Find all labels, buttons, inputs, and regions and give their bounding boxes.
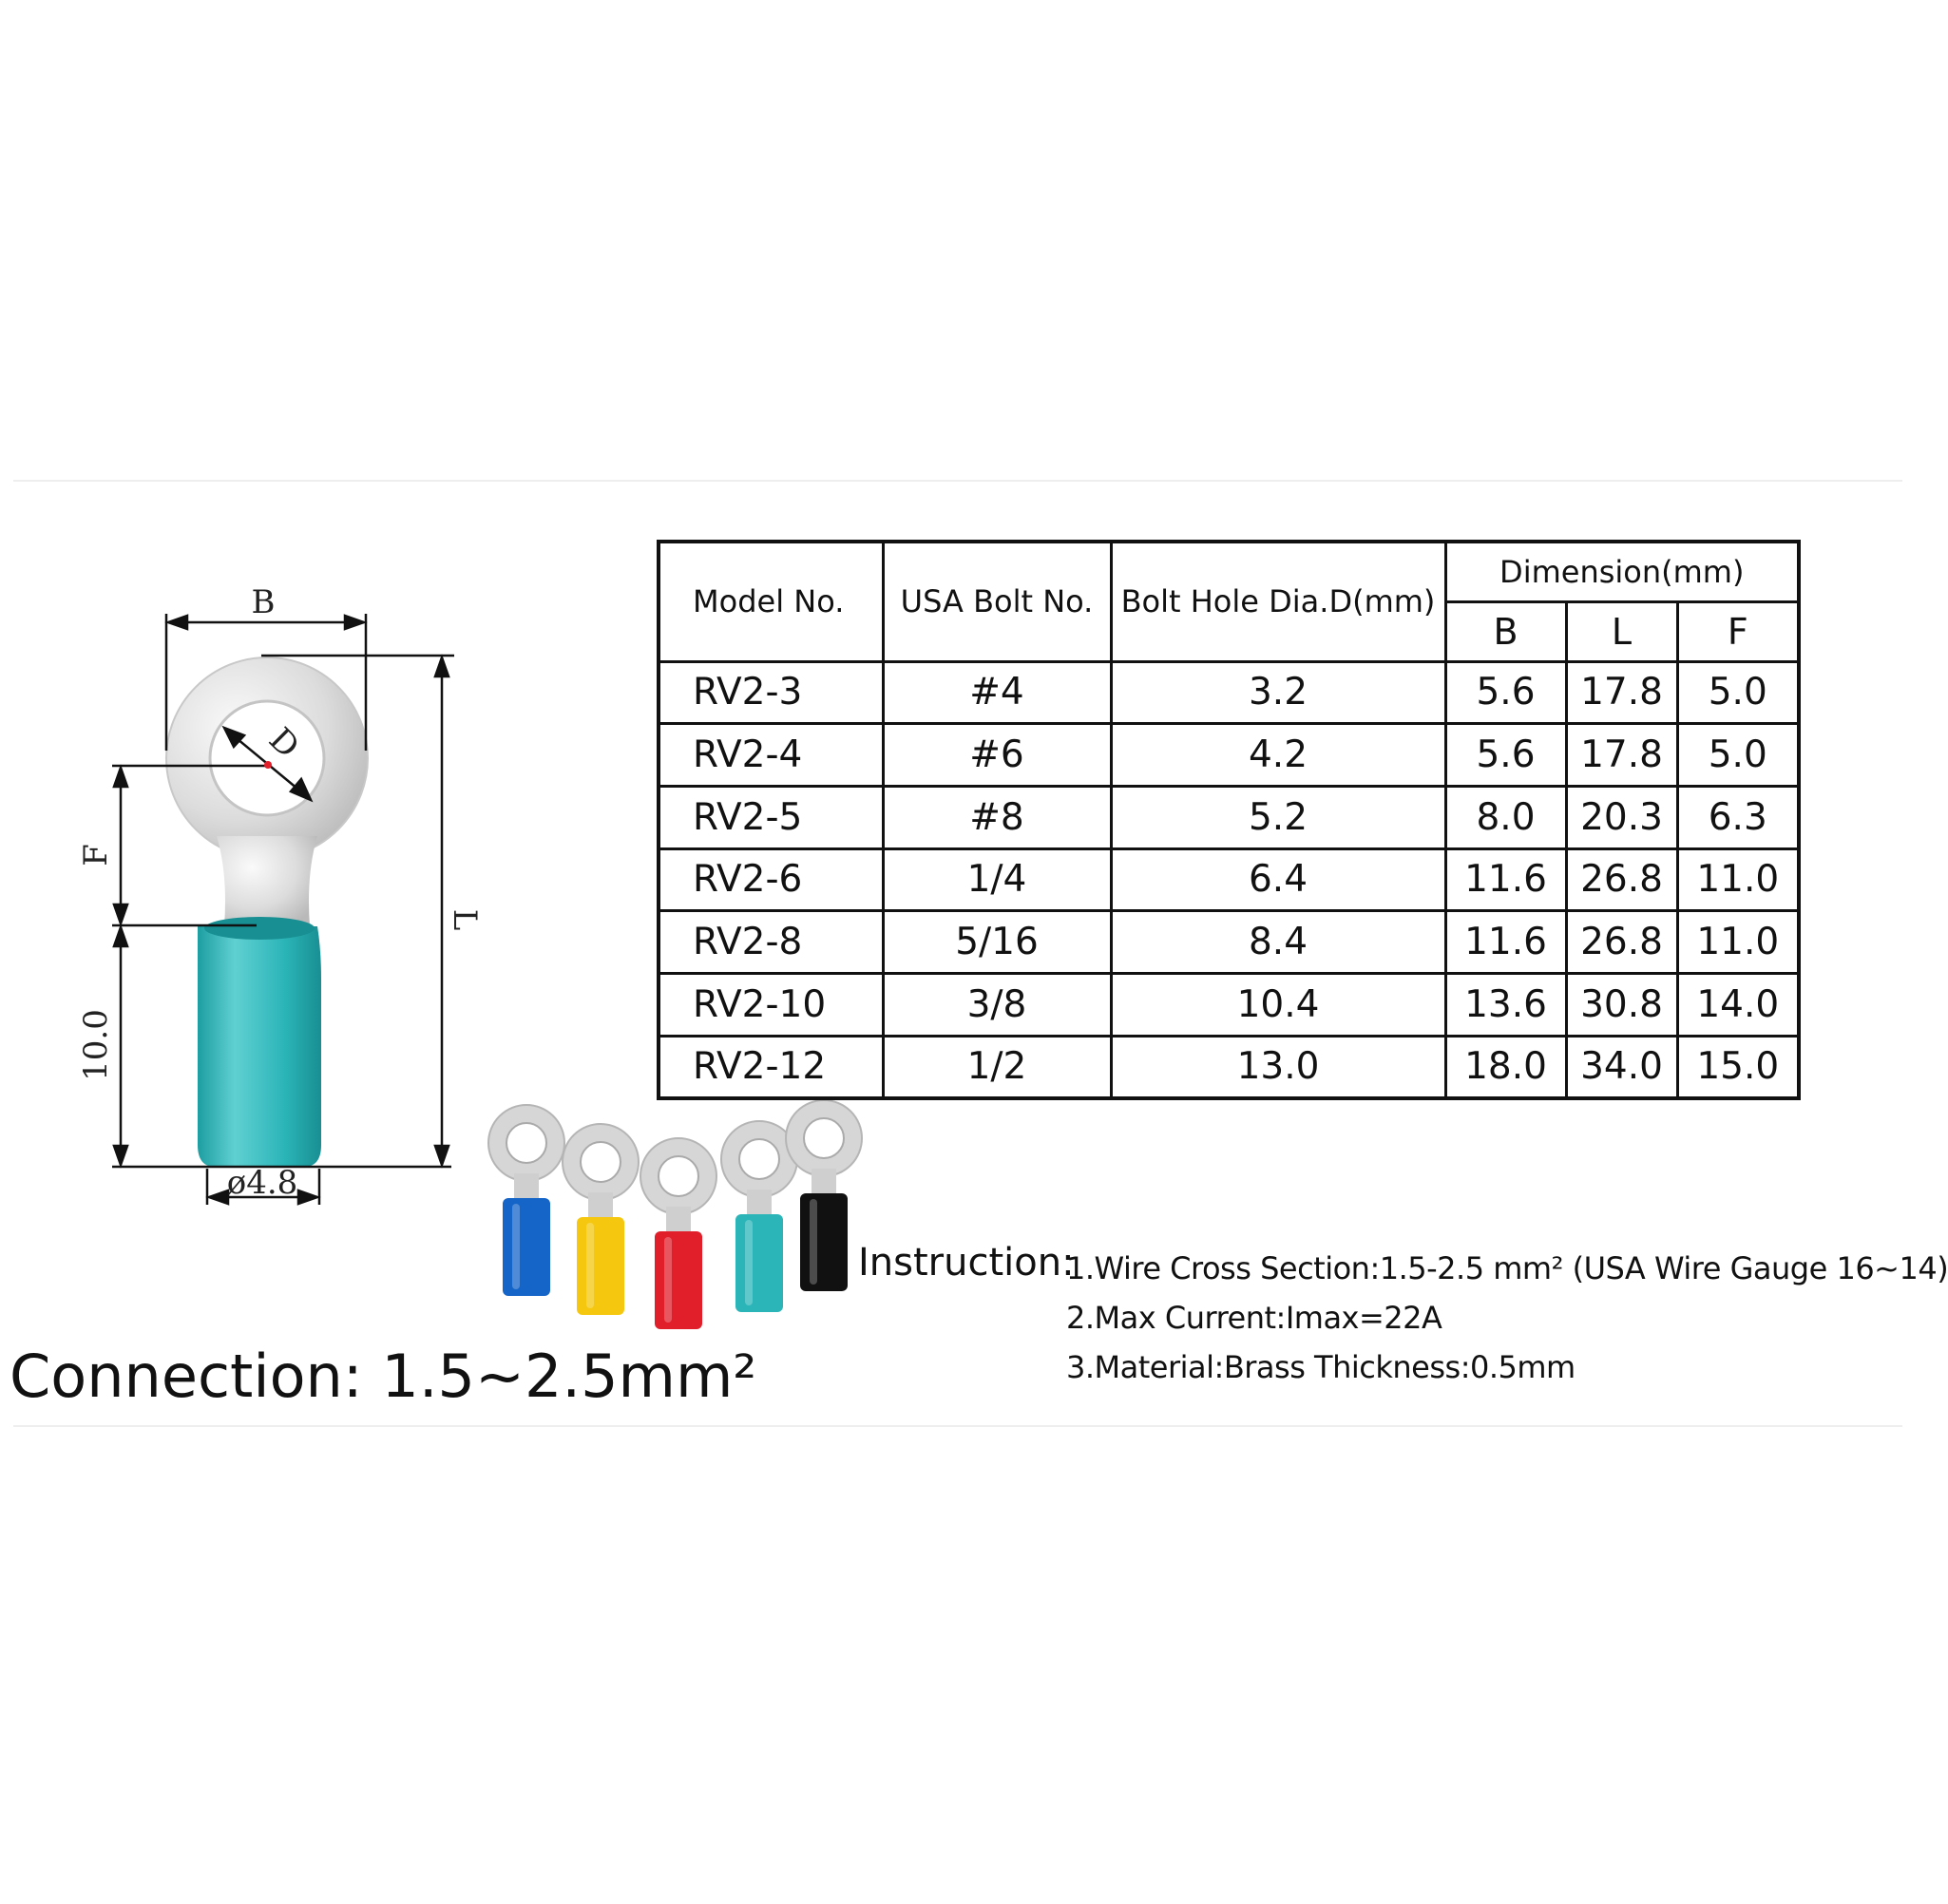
cell-model: RV2-5: [657, 784, 885, 850]
cell-usa-bolt: 3/8: [881, 972, 1113, 1038]
cell-usa-bolt: 1/4: [881, 847, 1113, 913]
instruction-line-3: 3.Material:Brass Thickness:0.5mm: [1066, 1349, 1576, 1385]
label-f: F: [77, 844, 115, 866]
cell-usa-bolt: 1/2: [881, 1034, 1113, 1100]
table-subheader-row: B L F: [659, 600, 1801, 663]
cell-model: RV2-6: [657, 847, 885, 913]
header-f: F: [1675, 600, 1801, 663]
cell-f: 15.0: [1675, 1034, 1801, 1100]
cell-l: 26.8: [1564, 909, 1679, 976]
colored-terminal: [562, 1123, 640, 1315]
colored-terminal: [640, 1137, 717, 1329]
cell-model: RV2-8: [657, 909, 885, 976]
colored-terminals-photo: [487, 1099, 863, 1329]
terminal-neck: [217, 836, 317, 926]
header-usa-bolt: USA Bolt No.: [881, 540, 1113, 663]
colored-terminal: [785, 1099, 863, 1291]
cell-l: 17.8: [1564, 659, 1679, 726]
label-diameter: ø4.8: [227, 1164, 298, 1202]
cell-l: 20.3: [1564, 784, 1679, 850]
cell-usa-bolt: 5/16: [881, 909, 1113, 976]
cell-b: 11.6: [1443, 847, 1568, 913]
cell-f: 11.0: [1675, 847, 1801, 913]
cell-bolt-hole: 6.4: [1109, 847, 1447, 913]
cell-f: 5.0: [1675, 659, 1801, 726]
label-l: L: [446, 909, 484, 931]
cell-model: RV2-3: [657, 659, 885, 726]
colored-terminal: [487, 1104, 565, 1296]
cell-f: 14.0: [1675, 972, 1801, 1038]
main-terminal: [165, 657, 369, 1167]
header-b: B: [1443, 600, 1568, 663]
cell-l: 17.8: [1564, 722, 1679, 788]
cell-f: 5.0: [1675, 722, 1801, 788]
insulation-sleeve: [198, 926, 321, 1167]
header-l: L: [1564, 600, 1679, 663]
instruction-line-1: 1.Wire Cross Section:1.5-2.5 mm² (USA Wi…: [1066, 1250, 1948, 1286]
cell-f: 6.3: [1675, 784, 1801, 850]
cell-model: RV2-12: [657, 1034, 885, 1100]
table-header-row: Model No. USA Bolt No. Bolt Hole Dia.D(m…: [657, 540, 1801, 663]
cell-bolt-hole: 8.4: [1109, 909, 1447, 976]
cell-b: 8.0: [1443, 784, 1568, 850]
cell-f: 11.0: [1675, 909, 1801, 976]
instruction-label: Instruction:: [858, 1241, 1075, 1285]
cell-model: RV2-4: [657, 722, 885, 788]
cell-b: 13.6: [1443, 972, 1568, 1038]
header-model: Model No.: [657, 540, 885, 663]
cell-b: 18.0: [1443, 1034, 1568, 1100]
instruction-line-2: 2.Max Current:Imax=22A: [1066, 1300, 1442, 1336]
cell-b: 11.6: [1443, 909, 1568, 976]
header-dimension: Dimension(mm): [1443, 540, 1801, 603]
spec-table: Model No. USA Bolt No. Bolt Hole Dia.D(m…: [657, 540, 1801, 1100]
cell-l: 30.8: [1564, 972, 1679, 1038]
cell-bolt-hole: 13.0: [1109, 1034, 1447, 1100]
ring-terminal-diagram: B D F L 10.0 ø4.8: [77, 583, 863, 1329]
cell-bolt-hole: 3.2: [1109, 659, 1447, 726]
cell-l: 26.8: [1564, 847, 1679, 913]
cell-usa-bolt: #4: [881, 659, 1113, 726]
cell-bolt-hole: 10.4: [1109, 972, 1447, 1038]
center-mark: [264, 761, 272, 769]
label-b: B: [252, 583, 276, 621]
colored-terminal: [720, 1120, 798, 1312]
cell-bolt-hole: 4.2: [1109, 722, 1447, 788]
cell-l: 34.0: [1564, 1034, 1679, 1100]
label-shank-length: 10.0: [77, 1009, 115, 1081]
cell-usa-bolt: #6: [881, 722, 1113, 788]
header-bolt-hole: Bolt Hole Dia.D(mm): [1109, 540, 1447, 663]
cell-usa-bolt: #8: [881, 784, 1113, 850]
cell-model: RV2-10: [657, 972, 885, 1038]
cell-b: 5.6: [1443, 722, 1568, 788]
connection-spec: Connection: 1.5~2.5mm²: [10, 1342, 757, 1411]
cell-b: 5.6: [1443, 659, 1568, 726]
cell-bolt-hole: 5.2: [1109, 784, 1447, 850]
